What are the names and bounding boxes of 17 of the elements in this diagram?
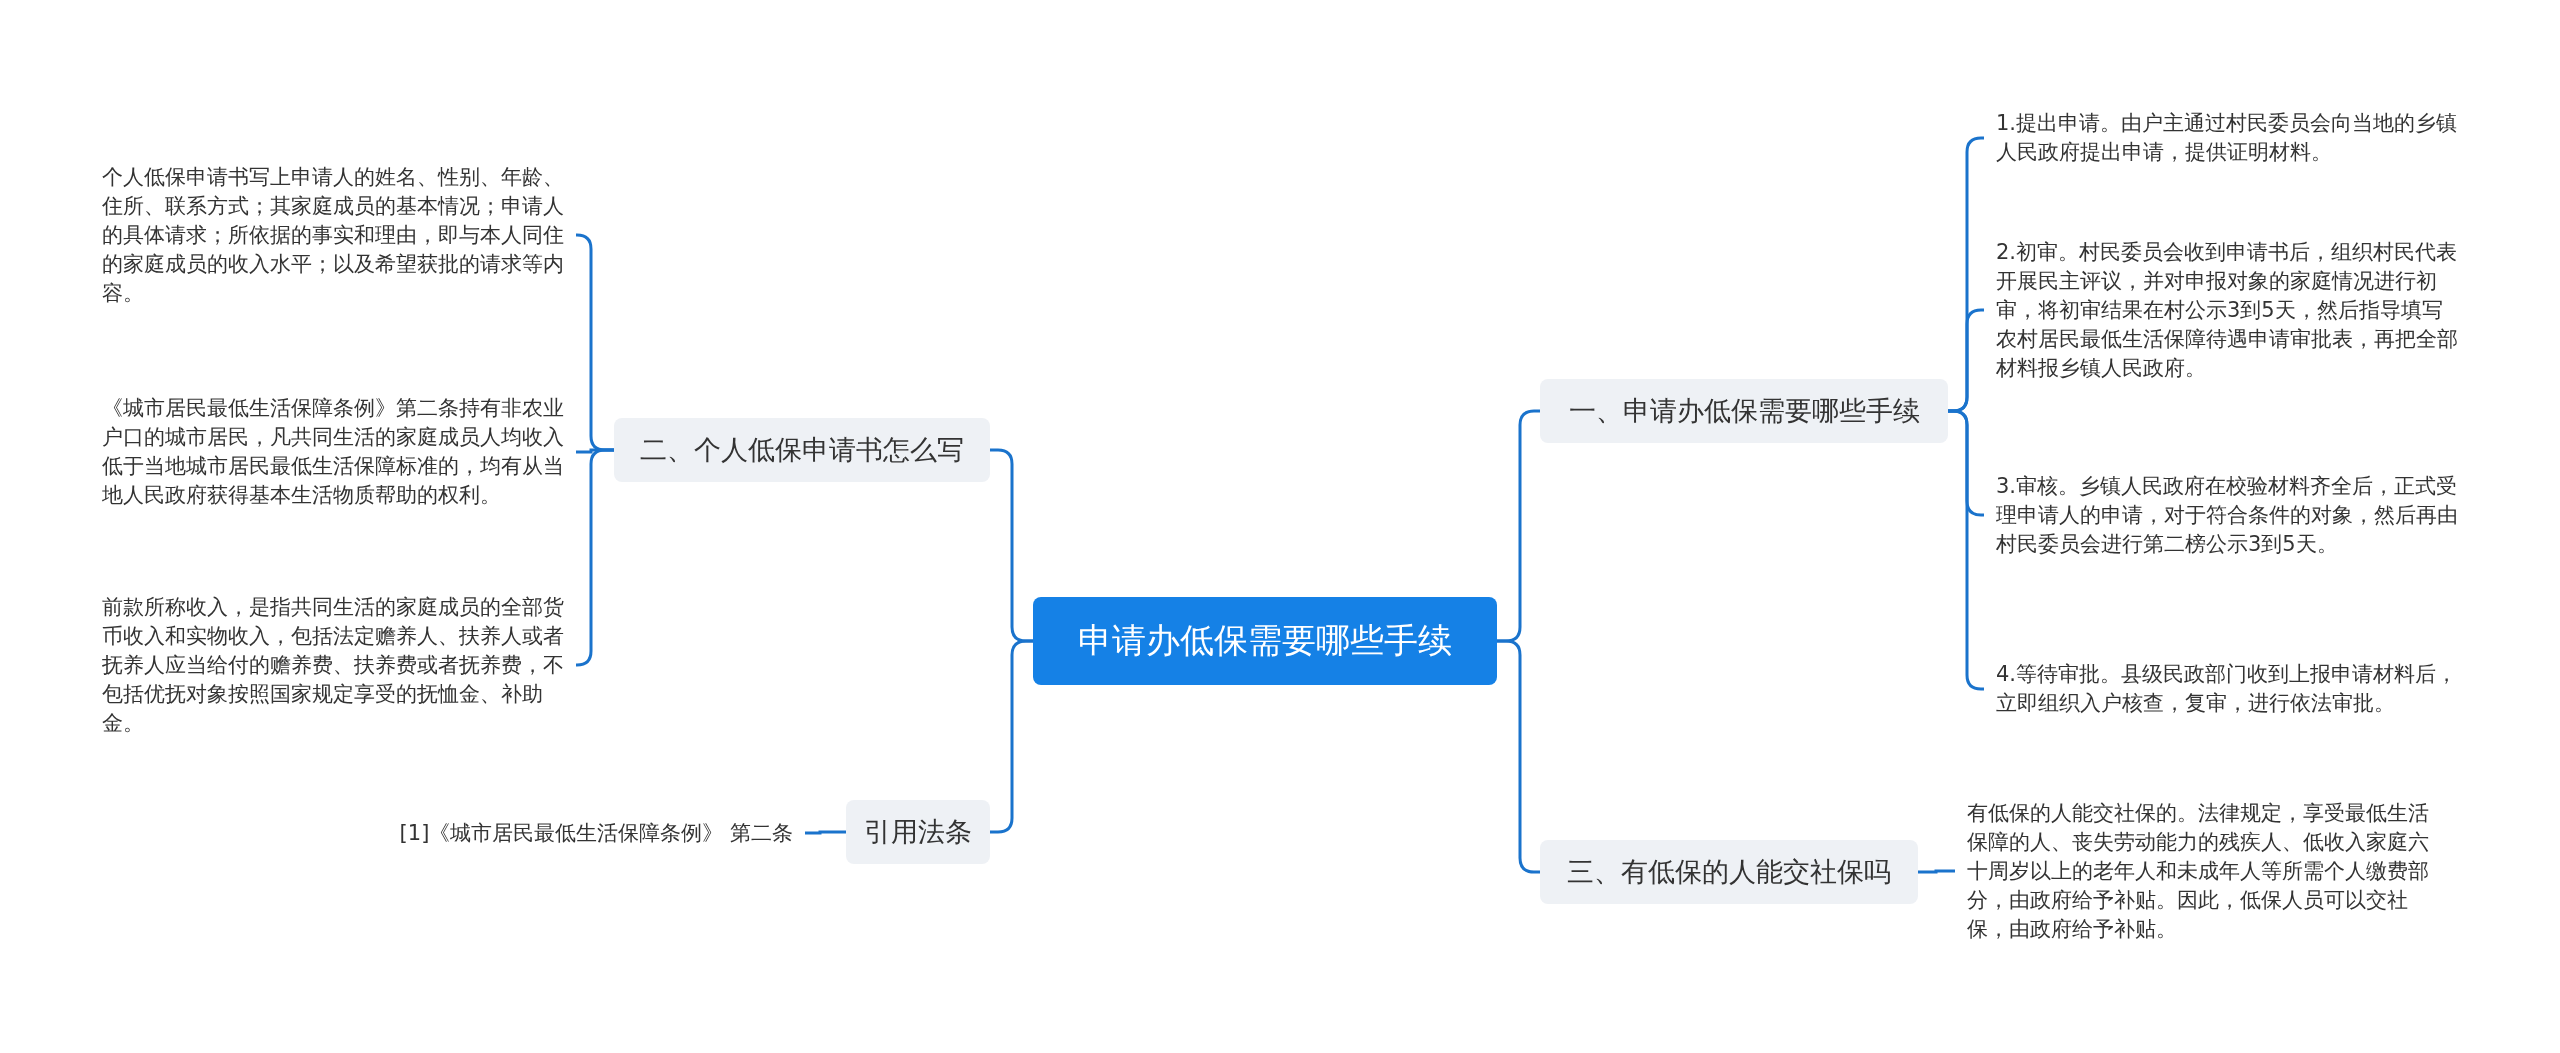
topic-box: 二、个人低保申请书怎么写: [614, 418, 990, 482]
note-text: 1.提出申请。由户主通过村民委员会向当地的乡镇人民政府提出申请，提供证明材料。: [1984, 109, 2470, 167]
topic-box: 引用法条: [846, 800, 990, 864]
topic-box: 一、申请办低保需要哪些手续: [1540, 379, 1948, 443]
note-text: 有低保的人能交社保的。法律规定，享受最低生活保障的人、丧失劳动能力的残疾人、低收入家庭六十周岁以上的老年人和未成年人等所需个人缴费部分，由政府给予补贴。因此，低保人员可以交社保，由政府给予补贴。: [1955, 798, 2441, 944]
note-text: 个人低保申请书写上申请人的姓名、性别、年龄、住所、联系方式；其家庭成员的基本情况；申请人的具体请求；所依据的事实和理由，即与本人同住的家庭成员的收入水平；以及希望获批的请求等内容。: [90, 162, 576, 308]
note-text: [1]《城市居民最低生活保障条例》 第二条: [360, 818, 805, 848]
note-text: 3.审核。乡镇人民政府在校验材料齐全后，正式受理申请人的申请，对于符合条件的对象，然后再由村民委员会进行第二榜公示3到5天。: [1984, 471, 2470, 559]
central-topic-box: 申请办低保需要哪些手续: [1033, 597, 1497, 685]
note-text: 4.等待审批。县级民政部门收到上报申请材料后，立即组织入户核查，复审，进行依法审批。: [1984, 660, 2470, 718]
topic-box: 三、有低保的人能交社保吗: [1540, 840, 1918, 904]
note-text: 前款所称收入，是指共同生活的家庭成员的全部货币收入和实物收入，包括法定赡养人、扶养人或者抚养人应当给付的赡养费、扶养费或者抚养费，不包括优抚对象按照国家规定享受的抚恤金、补助金。: [90, 592, 576, 738]
connector-line: [990, 639, 1033, 834]
connector-line: [805, 830, 846, 835]
note-text: 《城市居民最低生活保障条例》第二条持有非农业户口的城市居民，凡共同生活的家庭成员人均收入低于当地城市居民最低生活保障标准的，均有从当地人民政府获得基本生活物质帮助的权利。: [90, 394, 576, 510]
connector-line: [1918, 869, 1955, 874]
note-text: 2.初审。村民委员会收到申请书后，组织村民代表开展民主评议，并对申报对象的家庭情况进行初审，将初审结果在村公示3到5天，然后指导填写农村居民最低生活保障待遇申请审批表，再把全部材料报乡镇人民政府。: [1984, 237, 2470, 383]
